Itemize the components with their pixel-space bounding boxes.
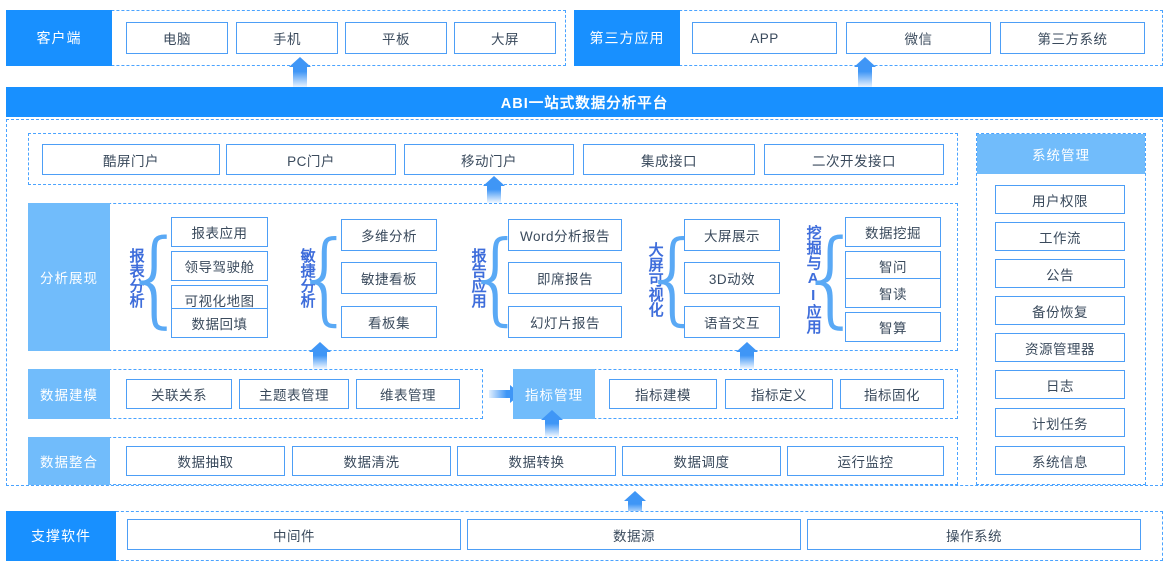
system-management-item-system-info[interactable]: 系统信息 (995, 446, 1125, 475)
analysis-item-multidimensional[interactable]: 多维分析 (341, 219, 437, 251)
arrow-modeling-to-metrics-icon (489, 390, 511, 398)
support-item-os[interactable]: 操作系统 (807, 519, 1141, 550)
portal-item-mobile[interactable]: 移动门户 (404, 144, 574, 175)
integration-section-label: 数据整合 (28, 437, 110, 485)
analysis-item-voice-interaction[interactable]: 语音交互 (684, 306, 780, 338)
analysis-item-smart-read[interactable]: 智读 (845, 278, 941, 308)
portal-item-cool-screen[interactable]: 酷屏门户 (42, 144, 220, 175)
system-management-label: 系统管理 (977, 134, 1145, 174)
system-management-item-backup-restore[interactable]: 备份恢复 (995, 296, 1125, 325)
brace-report-icon: { (121, 216, 189, 339)
analysis-item-report-app[interactable]: 报表应用 (171, 217, 268, 247)
analysis-item-adhoc-report[interactable]: 即席报告 (508, 262, 622, 294)
portal-item-pc[interactable]: PC门户 (226, 144, 396, 175)
arrow-modeling-to-analysis-icon (313, 351, 327, 369)
analysis-group-title-agile: 敏捷分析 (298, 248, 316, 308)
client-item-pc[interactable]: 电脑 (126, 22, 228, 54)
brace-bigscreen-icon: { (641, 219, 705, 336)
system-management-item-scheduled-task[interactable]: 计划任务 (995, 408, 1125, 437)
third-party-item-wechat[interactable]: 微信 (846, 22, 991, 54)
platform-banner: ABI一站式数据分析平台 (6, 87, 1163, 117)
system-management-item-resource-manager[interactable]: 资源管理器 (995, 333, 1125, 362)
third-party-item-external-system[interactable]: 第三方系统 (1000, 22, 1145, 54)
modeling-item-dimension-table[interactable]: 维表管理 (356, 379, 460, 409)
client-section-label: 客户端 (6, 10, 112, 66)
analysis-item-word-report[interactable]: Word分析报告 (508, 219, 622, 251)
client-item-bigscreen[interactable]: 大屏 (454, 22, 556, 54)
arrow-platform-to-client-icon (293, 66, 307, 88)
metrics-item-modeling[interactable]: 指标建模 (609, 379, 717, 409)
system-management-item-user-permission[interactable]: 用户权限 (995, 185, 1125, 214)
analysis-group-title-report: 报表分析 (127, 247, 145, 308)
modeling-item-subject-table[interactable]: 主题表管理 (239, 379, 349, 409)
system-management-item-announcement[interactable]: 公告 (995, 259, 1125, 288)
brace-mining-ai-icon: { (797, 216, 865, 339)
client-item-phone[interactable]: 手机 (236, 22, 338, 54)
support-section-label: 支撑软件 (6, 511, 116, 561)
system-management-item-workflow[interactable]: 工作流 (995, 222, 1125, 251)
client-item-tablet[interactable]: 平板 (345, 22, 447, 54)
integration-item-schedule[interactable]: 数据调度 (622, 446, 781, 476)
analysis-item-agile-dashboard[interactable]: 敏捷看板 (341, 262, 437, 294)
arrow-metrics-to-analysis-icon (740, 351, 754, 369)
system-management-item-log[interactable]: 日志 (995, 370, 1125, 399)
analysis-item-dashboard-set[interactable]: 看板集 (341, 306, 437, 338)
arrow-integration-to-metrics-icon (545, 419, 559, 437)
analysis-item-smart-ask[interactable]: 智问 (845, 251, 941, 281)
analysis-item-data-writeback[interactable]: 数据回填 (171, 308, 268, 338)
analysis-item-data-mining[interactable]: 数据挖掘 (845, 217, 941, 247)
analysis-group-title-report-app: 报告应用 (469, 248, 487, 308)
analysis-section-label: 分析展现 (28, 203, 110, 351)
analysis-item-slide-report[interactable]: 幻灯片报告 (508, 306, 622, 338)
metrics-item-solidification[interactable]: 指标固化 (840, 379, 944, 409)
support-item-middleware[interactable]: 中间件 (127, 519, 461, 550)
brace-report-app-icon: { (464, 219, 528, 336)
metrics-item-definition[interactable]: 指标定义 (725, 379, 833, 409)
third-party-item-app[interactable]: APP (692, 22, 837, 54)
analysis-item-3d-effects[interactable]: 3D动效 (684, 262, 780, 294)
analysis-item-executive-cockpit[interactable]: 领导驾驶舱 (171, 251, 268, 281)
brace-agile-icon: { (293, 219, 357, 336)
analysis-item-smart-compute[interactable]: 智算 (845, 312, 941, 342)
integration-item-transform[interactable]: 数据转换 (457, 446, 616, 476)
integration-item-monitor[interactable]: 运行监控 (787, 446, 944, 476)
analysis-item-bigscreen-display[interactable]: 大屏展示 (684, 219, 780, 251)
portal-item-secondary-dev-api[interactable]: 二次开发接口 (764, 144, 944, 175)
analysis-group-title-bigscreen: 大屏可视化 (646, 241, 664, 317)
third-party-section-label: 第三方应用 (574, 10, 680, 66)
portal-item-integration-api[interactable]: 集成接口 (583, 144, 755, 175)
integration-item-clean[interactable]: 数据清洗 (292, 446, 451, 476)
modeling-section-label: 数据建模 (28, 369, 110, 419)
arrow-analysis-to-portal-icon (487, 185, 501, 203)
integration-item-extract[interactable]: 数据抽取 (126, 446, 285, 476)
analysis-group-title-mining-ai: 挖掘与AI应用 (804, 224, 822, 334)
modeling-item-relationship[interactable]: 关联关系 (126, 379, 232, 409)
support-item-datasource[interactable]: 数据源 (467, 519, 801, 550)
arrow-platform-to-third-party-icon (858, 66, 872, 88)
